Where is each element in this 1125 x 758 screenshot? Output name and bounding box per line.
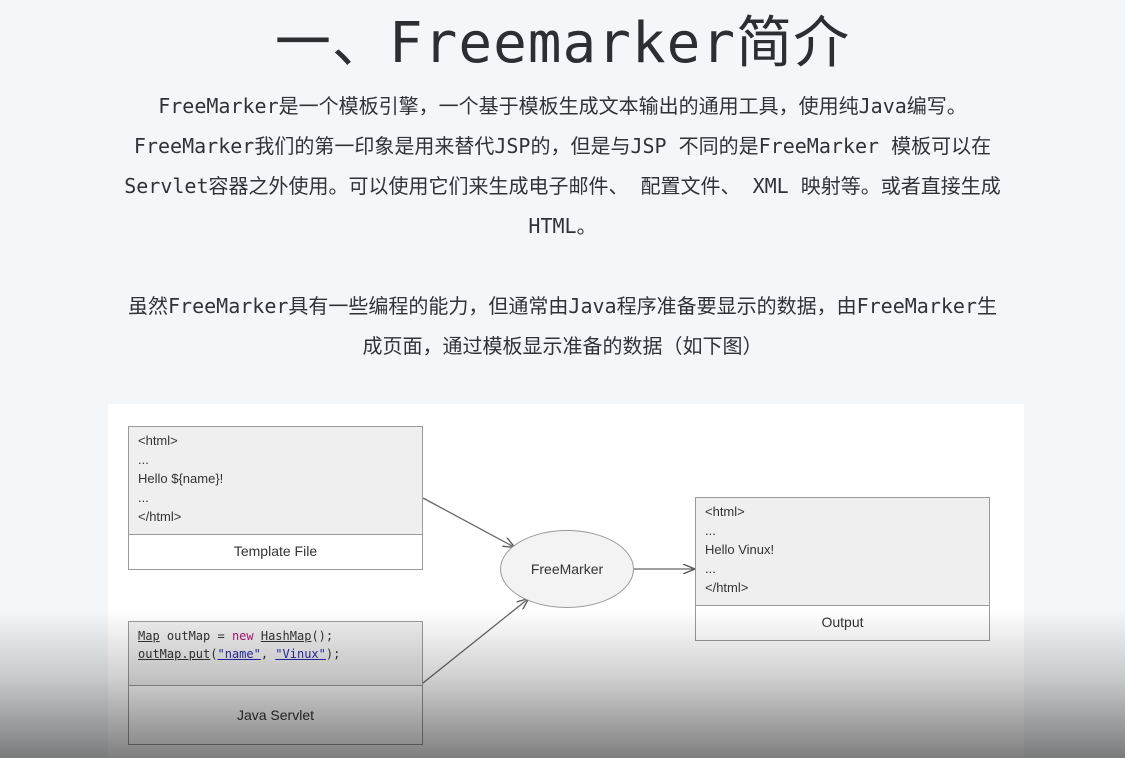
output-label: Output [821, 614, 864, 630]
servlet-code: Map outMap = new HashMap(); outMap.put("… [129, 622, 422, 686]
freemarker-engine-node: FreeMarker [500, 530, 634, 608]
intro-line: FreeMarker是一个模板引擎，一个基于模板生成文本输出的通用工具，使用纯J… [158, 94, 967, 118]
intro-line: HTML。 [528, 214, 597, 238]
output-box: <html> ... Hello Vinux! ... </html> Outp… [695, 497, 990, 641]
arrow-servlet-to-engine [422, 599, 528, 684]
template-code: <html> ... Hello ${name}! ... </html> [129, 427, 422, 535]
intro-line: FreeMarker我们的第一印象是用来替代JSP的，但是与JSP 不同的是Fr… [133, 134, 992, 158]
arrow-template-to-engine [422, 497, 514, 547]
second-paragraph: 虽然FreeMarker具有一些编程的能力，但通常由Java程序准备要显示的数据… [70, 286, 1055, 366]
java-servlet-label: Java Servlet [236, 707, 315, 723]
second-line: 成页面，通过模板显示准备的数据（如下图） [362, 334, 763, 358]
freemarker-diagram: <html> ... Hello ${name}! ... </html> Te… [108, 404, 1024, 758]
second-line: 虽然FreeMarker具有一些编程的能力，但通常由Java程序准备要显示的数据… [128, 294, 997, 318]
page-title: 一、Freemarker简介 [274, 11, 851, 76]
intro-line: Servlet容器之外使用。可以使用它们来生成电子邮件、 配置文件、 XML 映… [124, 174, 1001, 198]
java-servlet-box: Map outMap = new HashMap(); outMap.put("… [128, 621, 423, 745]
template-file-box: <html> ... Hello ${name}! ... </html> Te… [128, 426, 423, 570]
servlet-code-line: outMap.put("name", "Vinux"); [138, 647, 341, 661]
output-code: <html> ... Hello Vinux! ... </html> [696, 498, 989, 606]
servlet-code-line: Map outMap = new HashMap(); [138, 629, 334, 643]
intro-paragraph: FreeMarker是一个模板引擎，一个基于模板生成文本输出的通用工具，使用纯J… [70, 86, 1055, 246]
template-file-label: Template File [233, 543, 318, 559]
